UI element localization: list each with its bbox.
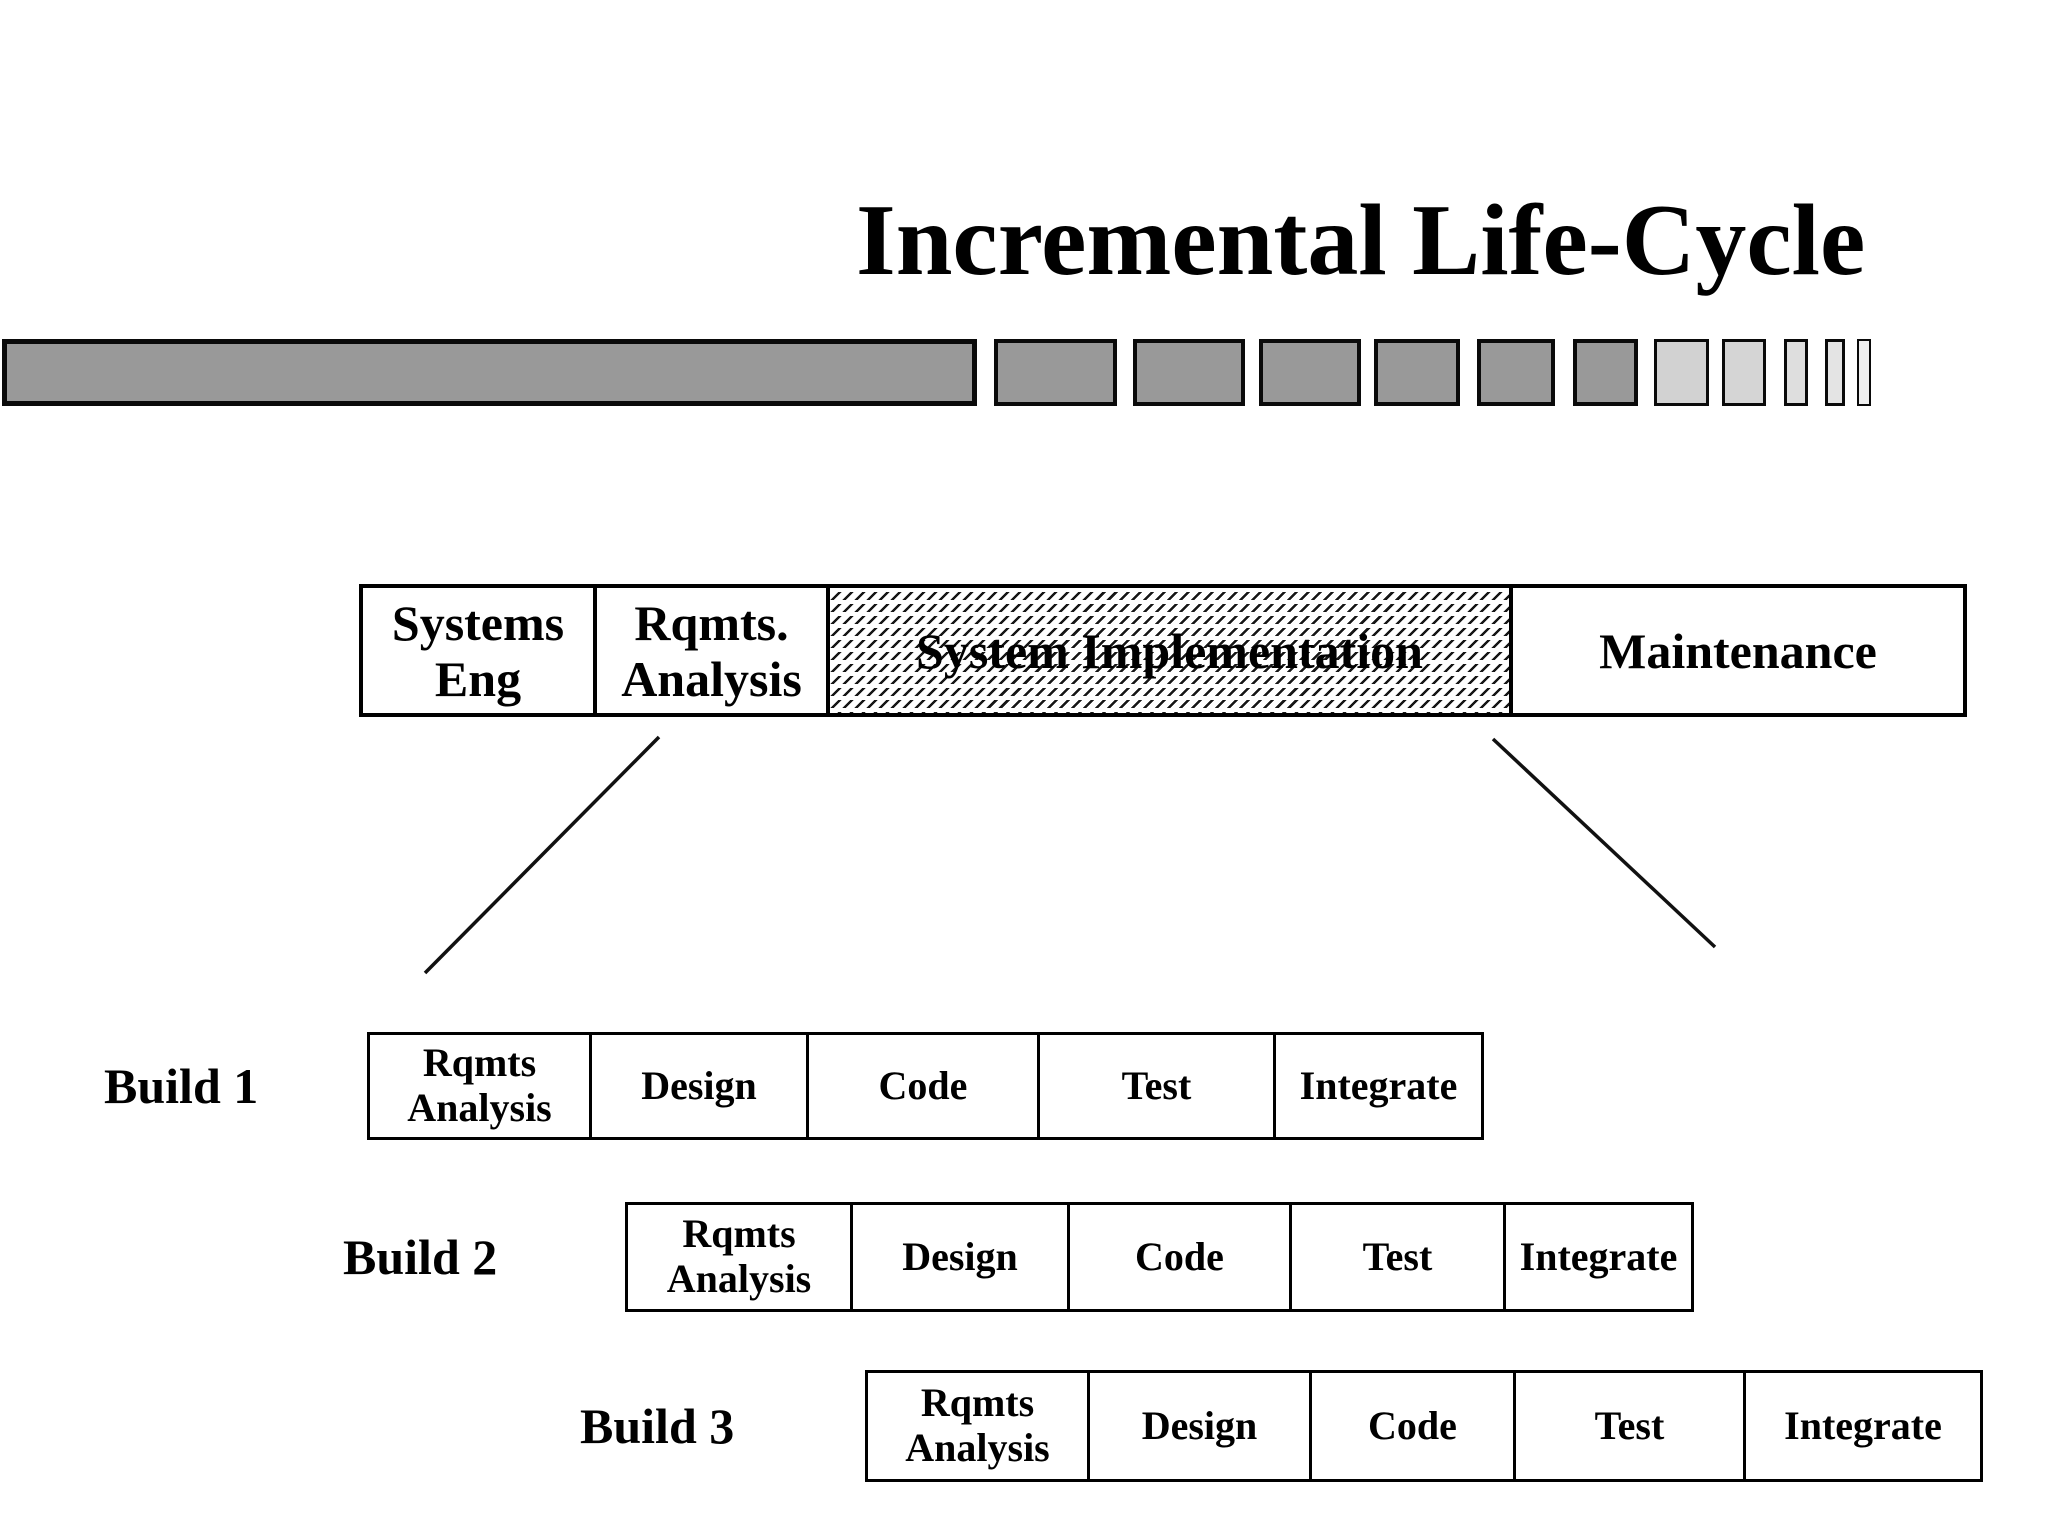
- lifecycle-phase-row: Systems Eng Rqmts. Analysis System Impleme…: [359, 584, 1967, 717]
- step-cell-code: Code: [1067, 1202, 1292, 1312]
- phase-cell-system-implementation: System Implementation: [826, 584, 1513, 717]
- step-cell-design: Design: [589, 1032, 809, 1140]
- step-cell-design: Design: [850, 1202, 1070, 1312]
- timeline-bar-8: [1654, 339, 1709, 406]
- step-cell-integrate: Integrate: [1743, 1370, 1983, 1482]
- phase-label: Systems Eng: [391, 594, 565, 707]
- timeline-bar-7: [1573, 339, 1638, 406]
- build-label-3: Build 3: [580, 1398, 735, 1454]
- step-cell-rqmts-analysis: Rqmts Analysis: [865, 1370, 1090, 1482]
- connector-line-left: [423, 735, 661, 975]
- timeline-bar-11: [1825, 339, 1845, 406]
- step-cell-test: Test: [1289, 1202, 1506, 1312]
- step-cell-integrate: Integrate: [1503, 1202, 1694, 1312]
- step-cell-test: Test: [1513, 1370, 1746, 1482]
- connector-line-right: [1491, 737, 1717, 949]
- build-label-2: Build 2: [343, 1229, 498, 1285]
- step-cell-code: Code: [1309, 1370, 1516, 1482]
- step-cell-rqmts-analysis: Rqmts Analysis: [367, 1032, 592, 1140]
- build-label-1: Build 1: [104, 1058, 259, 1114]
- timeline-bar-3: [1133, 339, 1245, 406]
- timeline-bar-12: [1857, 339, 1871, 406]
- timeline-bar-9: [1722, 339, 1766, 406]
- timeline-bar-2: [994, 339, 1117, 406]
- timeline-bar-4: [1259, 339, 1361, 406]
- step-cell-code: Code: [806, 1032, 1040, 1140]
- step-cell-rqmts-analysis: Rqmts Analysis: [625, 1202, 853, 1312]
- timeline-bar-5: [1374, 339, 1460, 406]
- timeline-bar-6: [1477, 339, 1555, 406]
- page-title: Incremental Life-Cycle: [856, 184, 1866, 297]
- step-cell-design: Design: [1087, 1370, 1312, 1482]
- phase-label: System Implementation: [916, 622, 1423, 679]
- step-cell-test: Test: [1037, 1032, 1276, 1140]
- diagonal-hatch-pattern: [830, 588, 1509, 713]
- phase-cell-rqmts-analysis: Rqmts. Analysis: [593, 584, 830, 717]
- timeline-bar-10: [1784, 339, 1808, 406]
- phase-label: Maintenance: [1599, 622, 1877, 679]
- phase-cell-systems-eng: Systems Eng: [359, 584, 597, 717]
- step-cell-integrate: Integrate: [1273, 1032, 1484, 1140]
- phase-cell-maintenance: Maintenance: [1509, 584, 1967, 717]
- timeline-bar-1: [2, 339, 977, 406]
- phase-label: Rqmts. Analysis: [621, 594, 802, 707]
